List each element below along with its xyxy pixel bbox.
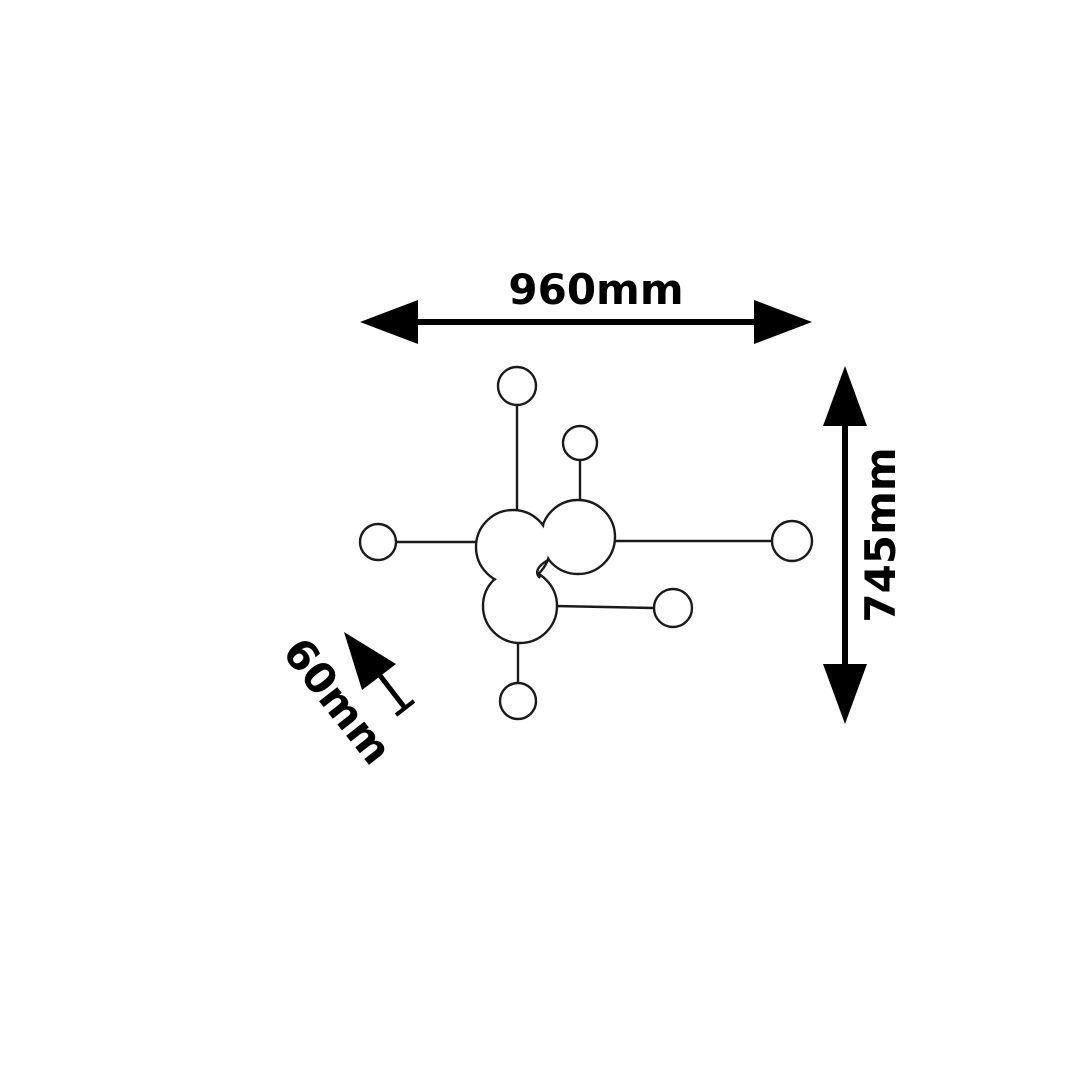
bulb-globe [652,587,694,629]
height-label: 745mm [856,447,905,622]
depth-arrow-head [344,632,396,690]
width-arrow-left-head [360,300,418,344]
width-label: 960mm [508,265,683,314]
bulb-globe [770,519,814,563]
height-arrow-top-head [823,366,867,426]
fixture-body-fill [542,501,614,573]
depth-dimension: 60mm [273,628,416,774]
bulb-globe [496,365,538,407]
width-dimension: 960mm [360,265,812,344]
bulb-globe [358,522,398,562]
fixture-body-fill [484,570,556,642]
depth-arrow-end-tick [394,699,416,717]
fixture-arm [554,604,655,610]
bulb-globe [498,681,538,721]
fixture-body-notch [536,558,549,579]
width-arrow-right-head [754,300,812,344]
light-fixture-drawing [358,365,814,721]
fixture-body-fill [477,511,549,583]
height-dimension: 745mm [823,366,905,724]
bulb-globe [561,424,599,462]
height-arrow-bottom-head [823,664,867,724]
depth-label: 60mm [273,628,401,773]
